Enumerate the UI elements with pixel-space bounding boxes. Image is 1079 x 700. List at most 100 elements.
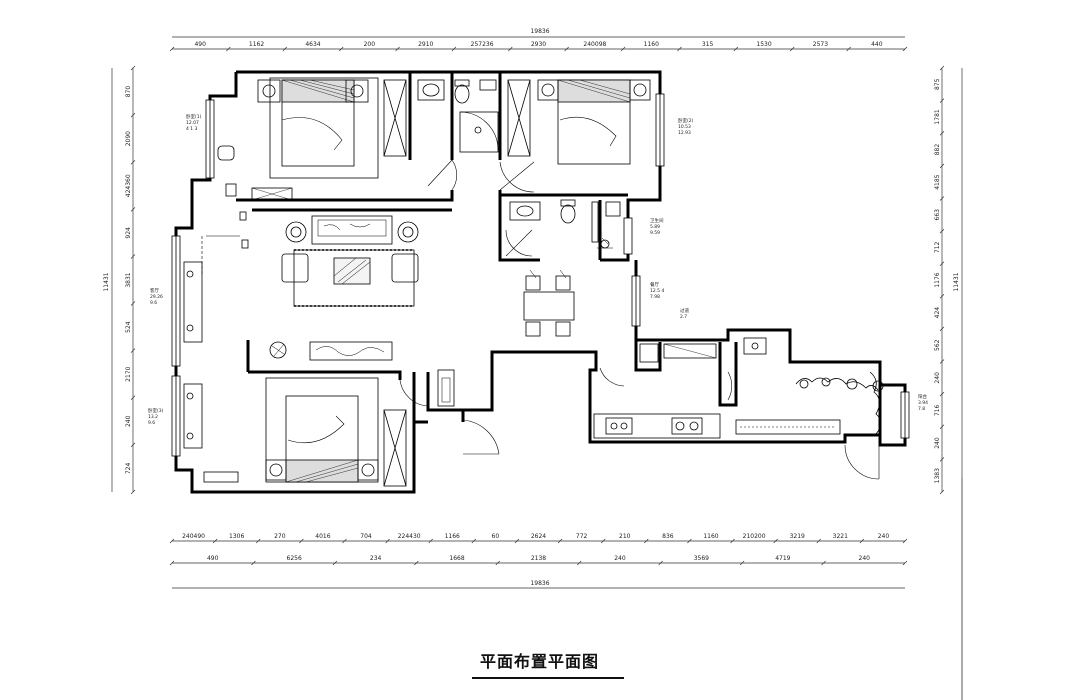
dim-label: 490 bbox=[207, 555, 219, 562]
dim-label: 257236 bbox=[471, 41, 494, 48]
room-note-bedroom-ne: 12.93 bbox=[678, 130, 691, 136]
sofa-main bbox=[311, 215, 393, 245]
dim-label: 704 bbox=[360, 533, 372, 540]
sink-bath2 bbox=[509, 201, 541, 221]
room-note-bedroom-sw: 9.6 bbox=[148, 420, 155, 426]
desk-nw bbox=[251, 187, 293, 201]
dim-label: 1530 bbox=[756, 41, 771, 48]
kitchen-furniture bbox=[593, 337, 884, 480]
bedroom-nw-furniture bbox=[217, 77, 407, 201]
dim-label: 1383 bbox=[934, 468, 941, 483]
dining-chair-1 bbox=[525, 275, 541, 291]
armchair-right bbox=[391, 253, 419, 283]
dim-label: 490 bbox=[194, 41, 206, 48]
fridge bbox=[639, 343, 659, 363]
nightstand-sw-right bbox=[357, 459, 379, 481]
dim-label: 1668 bbox=[449, 555, 464, 562]
dim-label: 875 bbox=[934, 78, 941, 90]
tv-cabinet bbox=[309, 341, 393, 361]
dim-label: 4016 bbox=[315, 533, 330, 540]
dining-chair-2 bbox=[555, 275, 571, 291]
top-total-dim: 19836 bbox=[530, 28, 549, 35]
toilet-bath1 bbox=[454, 84, 470, 104]
dim-label: 200 bbox=[364, 41, 376, 48]
bottom-total-dim: 19836 bbox=[530, 580, 549, 587]
room-note-bedroom-nw: 12.07 bbox=[186, 120, 199, 126]
shower-bath1 bbox=[459, 111, 499, 153]
dim-label: 1781 bbox=[934, 109, 941, 124]
dim-label: 4185 bbox=[934, 174, 941, 189]
nightstand-nw-left bbox=[257, 79, 281, 103]
dim-label: 1166 bbox=[445, 533, 460, 540]
dim-label: 2138 bbox=[531, 555, 546, 562]
dining-chair-3 bbox=[525, 321, 541, 337]
dim-label: 1160 bbox=[703, 533, 718, 540]
wardrobe-ne bbox=[507, 79, 531, 157]
dim-label: 882 bbox=[934, 144, 941, 156]
dim-label: 240 bbox=[614, 555, 626, 562]
room-note-bedroom-ne: 10.53 bbox=[678, 124, 691, 130]
dim-label: 712 bbox=[934, 241, 941, 253]
nightstand-ne-left bbox=[537, 79, 559, 101]
dim-label: 3221 bbox=[833, 533, 848, 540]
bathroom-fixtures bbox=[417, 79, 531, 191]
sideboard-sw bbox=[183, 383, 203, 449]
room-note-bathroom: 卫生间 bbox=[650, 217, 664, 224]
dim-label: 2573 bbox=[813, 41, 828, 48]
dim-label: 1160 bbox=[644, 41, 659, 48]
dim-label: 315 bbox=[702, 41, 714, 48]
dim-label: 1162 bbox=[249, 41, 264, 48]
dim-label: 524 bbox=[125, 321, 132, 333]
living-room-furniture bbox=[183, 183, 419, 361]
dim-label: 4634 bbox=[305, 41, 320, 48]
nightstand-ne-right bbox=[629, 79, 651, 101]
room-note-living: 9.6 bbox=[150, 300, 157, 306]
dim-label: 3569 bbox=[694, 555, 709, 562]
plant-living bbox=[269, 341, 287, 359]
side-table-right bbox=[397, 221, 419, 243]
room-note-balcony: 阳台 bbox=[918, 393, 927, 400]
walls bbox=[174, 70, 907, 494]
dim-label: 870 bbox=[125, 86, 132, 98]
windows bbox=[171, 93, 910, 457]
room-note-dining: 12.5 4 bbox=[650, 288, 664, 294]
sink-bath1 bbox=[417, 79, 445, 101]
dim-label: 240 bbox=[934, 437, 941, 449]
room-note-dining: 餐厅 bbox=[650, 281, 659, 288]
bottom-dimension-lines bbox=[169, 538, 908, 589]
side-table-left bbox=[285, 221, 307, 243]
dim-label: 2930 bbox=[531, 41, 546, 48]
dining-table bbox=[523, 291, 575, 321]
dim-label: 1176 bbox=[934, 272, 941, 287]
dim-label: 240490 bbox=[182, 533, 205, 540]
dim-label: 224430 bbox=[398, 533, 421, 540]
room-note-bedroom-nw: 卧室(1) bbox=[186, 113, 202, 120]
nightstand-nw-right bbox=[345, 79, 369, 103]
dining-chair-4 bbox=[555, 321, 571, 337]
sideboard-living bbox=[183, 261, 203, 343]
toilet-bath2 bbox=[560, 204, 576, 224]
dim-label: 2624 bbox=[531, 533, 546, 540]
room-note-bedroom-ne: 卧室(2) bbox=[678, 117, 694, 124]
drawing-title: 平面布置平面图 bbox=[479, 652, 599, 671]
dining-furniture bbox=[523, 269, 575, 337]
plant-balcony-1 bbox=[799, 379, 809, 389]
nightstand-sw-left bbox=[265, 459, 287, 481]
bathroom2-fixtures bbox=[505, 199, 621, 257]
right-dimension-lines bbox=[939, 65, 963, 495]
room-note-bathroom: 5.89 bbox=[650, 224, 660, 230]
room-notes: 卧室(1)12.074 1 3卧室(2)10.5312.93卫生间5.899.5… bbox=[148, 113, 928, 426]
right-dim-labels: 8751781882418566371211764245622407162401… bbox=[934, 78, 941, 483]
dim-label: 2170 bbox=[125, 366, 132, 381]
dim-label: 716 bbox=[934, 405, 941, 417]
room-note-corridor: 过道 bbox=[680, 307, 689, 314]
room-note-bedroom-nw: 4 1 3 bbox=[186, 126, 198, 132]
dim-label: 240 bbox=[878, 533, 890, 540]
armchair-left bbox=[281, 253, 309, 283]
top-dimension-lines bbox=[169, 36, 908, 52]
room-note-corridor: 2.7 bbox=[680, 314, 687, 320]
